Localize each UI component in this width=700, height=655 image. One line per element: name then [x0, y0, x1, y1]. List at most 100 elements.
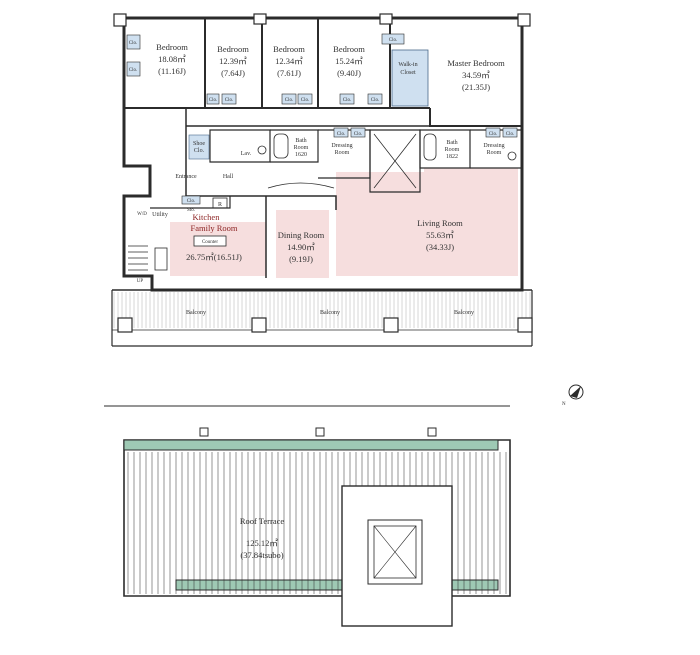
clo-label: Clo.	[129, 41, 137, 46]
bath2-line2: Room	[445, 147, 460, 153]
kitchen-counter-label: Counter	[202, 240, 218, 245]
master-bedroom-area: 34.59㎡	[462, 70, 490, 80]
north-label: N	[562, 402, 566, 407]
kitchen-line1: Kitchen	[193, 212, 221, 222]
roof-terrace-walls	[104, 405, 511, 627]
balcony-label-3: Balcony	[454, 310, 474, 316]
roof-terrace-name: Roof Terrace	[240, 516, 285, 526]
clo-label: Clo.	[225, 98, 233, 103]
closet-box	[281, 93, 297, 105]
roof-vent	[199, 427, 209, 437]
walk-in-line1: Walk-in	[398, 62, 417, 68]
clo-label: Clo.	[285, 98, 293, 103]
master-bedroom-jo: (21.35J)	[462, 82, 490, 92]
closet-box	[485, 127, 501, 138]
stair-icon	[128, 245, 148, 271]
walk-in-closet-tint	[391, 49, 429, 107]
closet-box	[181, 195, 201, 205]
kitchen-sink	[154, 247, 168, 271]
bedroom3-name: Bedroom	[273, 44, 305, 54]
bedroom1-name: Bedroom	[156, 42, 188, 52]
hall-curve	[267, 182, 335, 189]
bedroom4-area: 15.24㎡	[335, 56, 363, 66]
roof-decking	[127, 452, 507, 594]
hall-label: Hall	[223, 174, 234, 180]
shaft-cross-icon	[373, 133, 417, 189]
closet-box	[126, 34, 141, 50]
bedroom2-name: Bedroom	[217, 44, 249, 54]
toilet-icon	[257, 145, 267, 155]
utility-label: Utility	[152, 212, 168, 218]
bath2-line3: 1822	[446, 154, 458, 160]
column	[517, 317, 533, 333]
bath1-line3: 1620	[295, 152, 307, 158]
clo-label: Clo.	[506, 132, 514, 137]
closet-box	[333, 127, 349, 138]
dressing2-line2: Room	[487, 150, 502, 156]
dining-name: Dining Room	[278, 230, 325, 240]
closet-box	[502, 127, 518, 138]
lav-label: Lav.	[241, 151, 252, 157]
outer-wall	[122, 16, 524, 292]
living-jo: (34.33J)	[426, 242, 454, 252]
bedroom3-jo: (7.61J)	[277, 68, 301, 78]
bath1-line2: Room	[294, 145, 309, 151]
walk-in-line2: Closet	[400, 70, 416, 76]
bedroom1-area: 18.08㎡	[158, 54, 186, 64]
bedroom1-jo: (11.16J)	[158, 66, 186, 76]
bath2-line1: Bath	[446, 140, 457, 146]
fixtures	[128, 133, 517, 271]
dressing1-line2: Room	[335, 150, 350, 156]
column	[251, 317, 267, 333]
elevator-cross-icon	[373, 525, 417, 579]
closet-box	[206, 93, 220, 105]
column	[383, 317, 399, 333]
shaft-box	[369, 129, 421, 193]
room-labels: Bedroom 18.08㎡ (11.16J) Bedroom 12.39㎡ (…	[129, 38, 514, 560]
bedroom3-area: 12.34㎡	[275, 56, 303, 66]
clo-label: Clo.	[301, 98, 309, 103]
clo-label: Clo.	[371, 98, 379, 103]
roof-terrace-tsubo: (37.84tsubo)	[240, 550, 283, 560]
clo-label: Clo.	[489, 132, 497, 137]
dressing2-line1: Dressing	[483, 143, 504, 149]
structural-columns	[113, 13, 533, 333]
dining-area: 14.90㎡	[287, 242, 315, 252]
roof-vent	[315, 427, 325, 437]
column	[113, 13, 127, 27]
bedroom4-jo: (9.40J)	[337, 68, 361, 78]
clo-label: Clo.	[187, 199, 195, 204]
bathtub-icon	[273, 133, 289, 159]
closet-box	[339, 93, 355, 105]
sto-label: Sto.	[187, 208, 195, 213]
master-bedroom-name: Master Bedroom	[447, 58, 505, 68]
shoe-line1: Shoe	[193, 141, 205, 147]
dining-jo: (9.19J)	[289, 254, 313, 264]
closet-box	[381, 33, 405, 45]
column	[379, 13, 393, 25]
north-arrow-icon: N	[562, 384, 584, 407]
wd-label: W/D	[137, 212, 147, 217]
clo-label: Clo.	[343, 98, 351, 103]
shoe-line2: Clo.	[194, 148, 205, 154]
balcony-label-1: Balcony	[186, 310, 206, 316]
closet-boxes	[126, 33, 518, 205]
living-tint-areas	[170, 49, 518, 278]
closet-box	[350, 127, 366, 138]
clo-label: Clo.	[354, 132, 362, 137]
dining-room-tint	[276, 210, 329, 278]
roof-core	[341, 485, 453, 627]
bedroom2-area: 12.39㎡	[219, 56, 247, 66]
balcony-label-2: Balcony	[320, 310, 340, 316]
r-label: R	[218, 202, 222, 208]
entrance-label: Entrance	[175, 174, 197, 180]
living-room-tint	[336, 172, 518, 276]
clo-label: Clo.	[337, 132, 345, 137]
closet-box	[367, 93, 383, 105]
closet-box	[126, 61, 141, 77]
bedroom4-name: Bedroom	[333, 44, 365, 54]
bath1-line1: Bath	[295, 138, 306, 144]
living-name: Living Room	[417, 218, 463, 228]
